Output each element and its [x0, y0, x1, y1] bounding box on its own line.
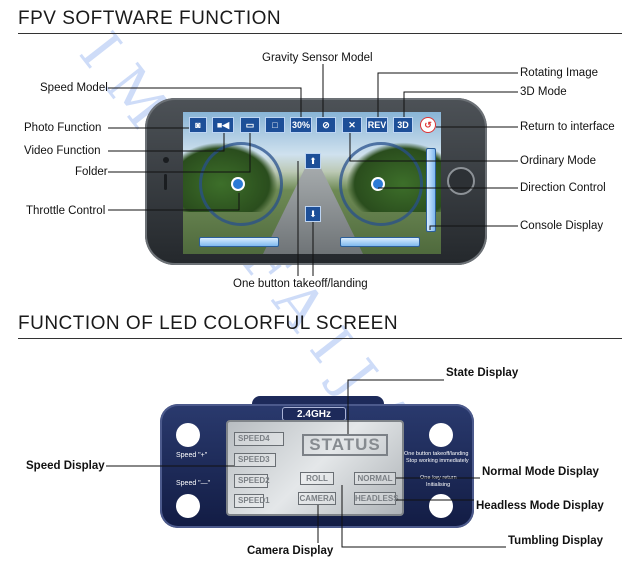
lcd-status: STATUS — [302, 434, 388, 456]
phone-camera — [163, 157, 169, 163]
note-stop: Stop working immediately — [406, 458, 469, 464]
label-tumbling-display: Tumbling Display — [508, 535, 603, 547]
arrow-up-icon: ⬆ — [309, 155, 317, 166]
vertical-trim-slider[interactable] — [426, 148, 436, 232]
blank-button[interactable]: □ — [265, 117, 285, 133]
3d-button[interactable]: 3D — [393, 117, 413, 133]
label-photo-function: Photo Function — [24, 122, 102, 134]
line-video — [108, 133, 225, 152]
note-init: Initialising — [426, 482, 451, 488]
folder-icon: ▭ — [245, 119, 255, 130]
stick-hole-top-right — [429, 423, 453, 447]
stick-hole-bottom-left — [176, 494, 200, 518]
lcd-speed3: SPEED3 — [234, 453, 276, 467]
direction-trim-slider[interactable] — [340, 237, 420, 247]
video-button[interactable]: ■◀ — [212, 117, 234, 133]
folder-button[interactable]: ▭ — [240, 117, 260, 133]
lcd-speed1: SPEED1 — [234, 494, 270, 508]
line-folder — [108, 133, 251, 173]
label-video-function: Video Function — [24, 145, 101, 157]
stick-hole-bottom-right — [429, 494, 453, 518]
line-speed — [108, 87, 302, 117]
throttle-joystick-ring[interactable] — [199, 142, 283, 226]
label-rotating-image: Rotating Image — [520, 67, 598, 79]
arrow-down-icon: ⬇ — [309, 208, 317, 219]
direction-joystick-knob[interactable] — [373, 179, 383, 189]
label-folder: Folder — [75, 166, 108, 178]
direction-joystick-ring[interactable] — [339, 142, 423, 226]
section-rule — [18, 338, 622, 339]
lcd-camera: CAMERA — [298, 492, 336, 505]
label-camera-display: Camera Display — [247, 545, 334, 557]
section-title-fpv: FPV SOFTWARE FUNCTION — [18, 8, 282, 29]
speed-model-button[interactable]: 30% — [290, 117, 312, 133]
lcd-speed2: SPEED2 — [234, 474, 270, 488]
label-gravity-sensor: Gravity Sensor Model — [262, 52, 373, 64]
throttle-joystick-knob[interactable] — [233, 179, 243, 189]
speed-minus-label: Speed "—" — [176, 480, 211, 487]
label-speed-display: Speed Display — [26, 460, 105, 472]
label-throttle-control: Throttle Control — [26, 205, 106, 217]
section-rule — [18, 33, 622, 34]
label-state-display: State Display — [446, 367, 519, 379]
lcd-speed4: SPEED4 — [234, 432, 284, 446]
phone-speaker — [164, 174, 167, 190]
led-screen — [226, 420, 404, 516]
window-icon: □ — [272, 120, 278, 130]
section-title-led: FUNCTION OF LED COLORFUL SCREEN — [18, 313, 399, 334]
drone-icon: ✕ — [348, 119, 356, 130]
lcd-headless: HEADLESS — [354, 492, 399, 505]
label-console-display: Console Display — [520, 220, 604, 232]
label-one-button-takeoff: One button takeoff/landing — [233, 278, 368, 290]
lcd-normal: NORMAL — [354, 472, 396, 485]
label-speed-model: Speed Model — [40, 82, 108, 94]
video-icon: ■◀ — [216, 119, 230, 130]
label-direction-control: Direction Control — [520, 182, 606, 194]
return-icon: ↺ — [424, 119, 432, 130]
line-state — [347, 379, 444, 434]
gravity-sensor-icon: ⊘ — [322, 119, 330, 130]
line-ordinary — [349, 133, 518, 162]
lcd-roll: ROLL — [300, 472, 334, 485]
line-3d — [403, 91, 518, 117]
stick-hole-top-left — [176, 423, 200, 447]
note-takeoff: One button takeoff/landing — [404, 451, 469, 457]
gravity-sensor-button[interactable]: ⊘ — [316, 117, 336, 133]
label-3d-mode: 3D Mode — [520, 86, 567, 98]
line-rotating — [377, 72, 518, 117]
home-button[interactable] — [447, 167, 475, 195]
camera-icon: ◙ — [195, 120, 201, 130]
landing-button[interactable]: ⬇ — [305, 206, 321, 222]
line-tumbling — [341, 485, 506, 548]
line-console — [429, 225, 518, 230]
label-normal-mode-display: Normal Mode Display — [482, 466, 599, 478]
label-ordinary-mode: Ordinary Mode — [520, 155, 597, 167]
rev-button[interactable]: REV — [366, 117, 388, 133]
throttle-trim-slider[interactable] — [199, 237, 279, 247]
label-headless-mode-display: Headless Mode Display — [476, 500, 604, 512]
line-throttle — [108, 193, 240, 211]
takeoff-button[interactable]: ⬆ — [305, 153, 321, 169]
photo-button[interactable]: ◙ — [189, 117, 207, 133]
return-button[interactable]: ↺ — [420, 117, 436, 133]
ordinary-mode-button[interactable]: ✕ — [342, 117, 362, 133]
label-return-interface: Return to interface — [520, 121, 615, 133]
speed-plus-label: Speed "+" — [176, 452, 208, 459]
